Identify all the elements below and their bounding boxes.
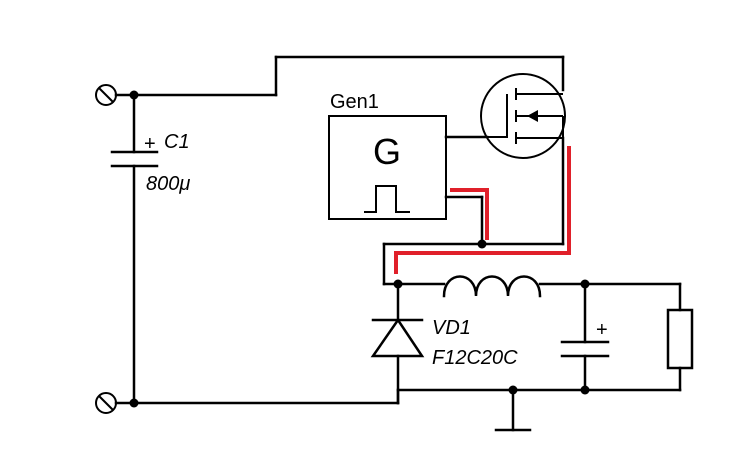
- capacitor-c1[interactable]: [110, 150, 159, 168]
- junction-dot: [129, 398, 139, 408]
- generator-return-wire: [444, 195, 484, 246]
- highlight-wire-source: [394, 146, 571, 274]
- generator-ref-label: Gen1: [330, 91, 379, 113]
- c1-ref-label: C1: [164, 131, 190, 153]
- output-capacitor-polarity-label: +: [596, 319, 608, 341]
- junction-dot: [129, 90, 139, 100]
- input-terminal-bottom[interactable]: [95, 392, 117, 414]
- source-wire: [382, 136, 565, 286]
- ground-return-wire: [396, 388, 682, 405]
- generator-block[interactable]: [328, 115, 447, 220]
- c1-value-label: 800μ: [146, 173, 190, 195]
- diode-ref-label: VD1: [432, 317, 471, 339]
- c1-polarity-label: +: [144, 133, 156, 155]
- input-terminal-top[interactable]: [95, 84, 117, 106]
- ground-icon: [494, 388, 532, 432]
- output-capacitor[interactable]: [560, 282, 610, 392]
- pulse-waveform-icon: [364, 185, 410, 213]
- diode-part-label: F12C20C: [432, 347, 518, 369]
- highlight-wire-gate: [450, 188, 489, 240]
- diode-vd1[interactable]: [370, 282, 425, 405]
- generator-symbol-label: G: [373, 131, 401, 172]
- inductor-icon[interactable]: [442, 275, 542, 298]
- input-wires: [114, 55, 565, 405]
- n-channel-mosfet-icon[interactable]: [480, 73, 566, 159]
- resistor-icon[interactable]: [666, 282, 694, 392]
